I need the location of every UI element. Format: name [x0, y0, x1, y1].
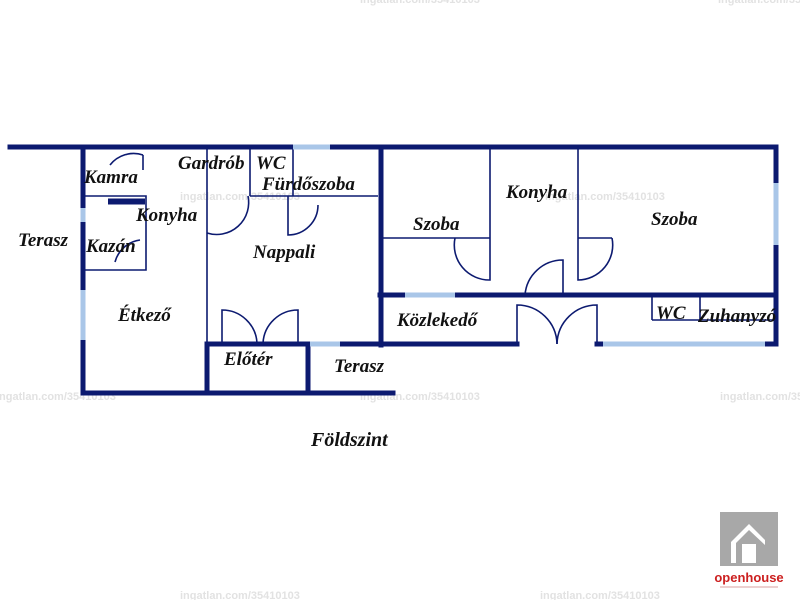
room-label-wc-right: WC: [656, 303, 686, 324]
room-label-szoba-left: Szoba: [413, 214, 460, 235]
room-label-kazan: Kazán: [85, 236, 136, 257]
room-label-nappali: Nappali: [252, 242, 316, 263]
watermark-bottom-right: ingatlan.com/35410103: [540, 590, 660, 600]
room-label-gardrob: Gardrób: [178, 153, 245, 174]
room-label-zuhanyzo: Zuhanyzó: [697, 306, 776, 327]
house-icon: [731, 524, 765, 563]
watermark-plan-left: ingatlan.com/35410103: [180, 191, 300, 203]
brand-name: openhouse: [714, 570, 783, 585]
watermark-top-center: ingatlan.com/35410103: [360, 0, 480, 6]
watermark-bottom-left: ingatlan.com/35410103: [180, 590, 300, 600]
watermark-mid-right: ingatlan.com/35410103: [720, 391, 800, 403]
room-label-konyha-right: Konyha: [505, 182, 568, 203]
room-label-kozlekedo: Közlekedő: [396, 310, 479, 331]
watermark-plan-right: ingatlan.com/35410103: [545, 191, 665, 203]
room-label-wc-left: WC: [256, 153, 286, 174]
room-label-etkezo: Étkező: [117, 304, 172, 326]
room-label-kamra: Kamra: [83, 167, 138, 188]
room-label-eloter: Előtér: [223, 349, 273, 370]
thin-walls: [83, 148, 776, 344]
room-label-konyha-left: Konyha: [135, 205, 198, 226]
watermark-top-right: ingatlan.com/35410103: [718, 0, 800, 6]
room-label-terasz-left: Terasz: [18, 230, 69, 251]
room-label-furdoszoba: Fürdőszoba: [261, 174, 355, 195]
level-label: Földszint: [310, 429, 389, 451]
room-labels: Kamra Gardrób WC Fürdőszoba Konyha Teras…: [18, 153, 776, 377]
windows: [80, 144, 779, 347]
room-label-szoba-right: Szoba: [651, 209, 698, 230]
room-label-terasz-bottom: Terasz: [334, 356, 385, 377]
brand-logo: openhouse: [714, 512, 784, 588]
doors: [108, 152, 614, 345]
